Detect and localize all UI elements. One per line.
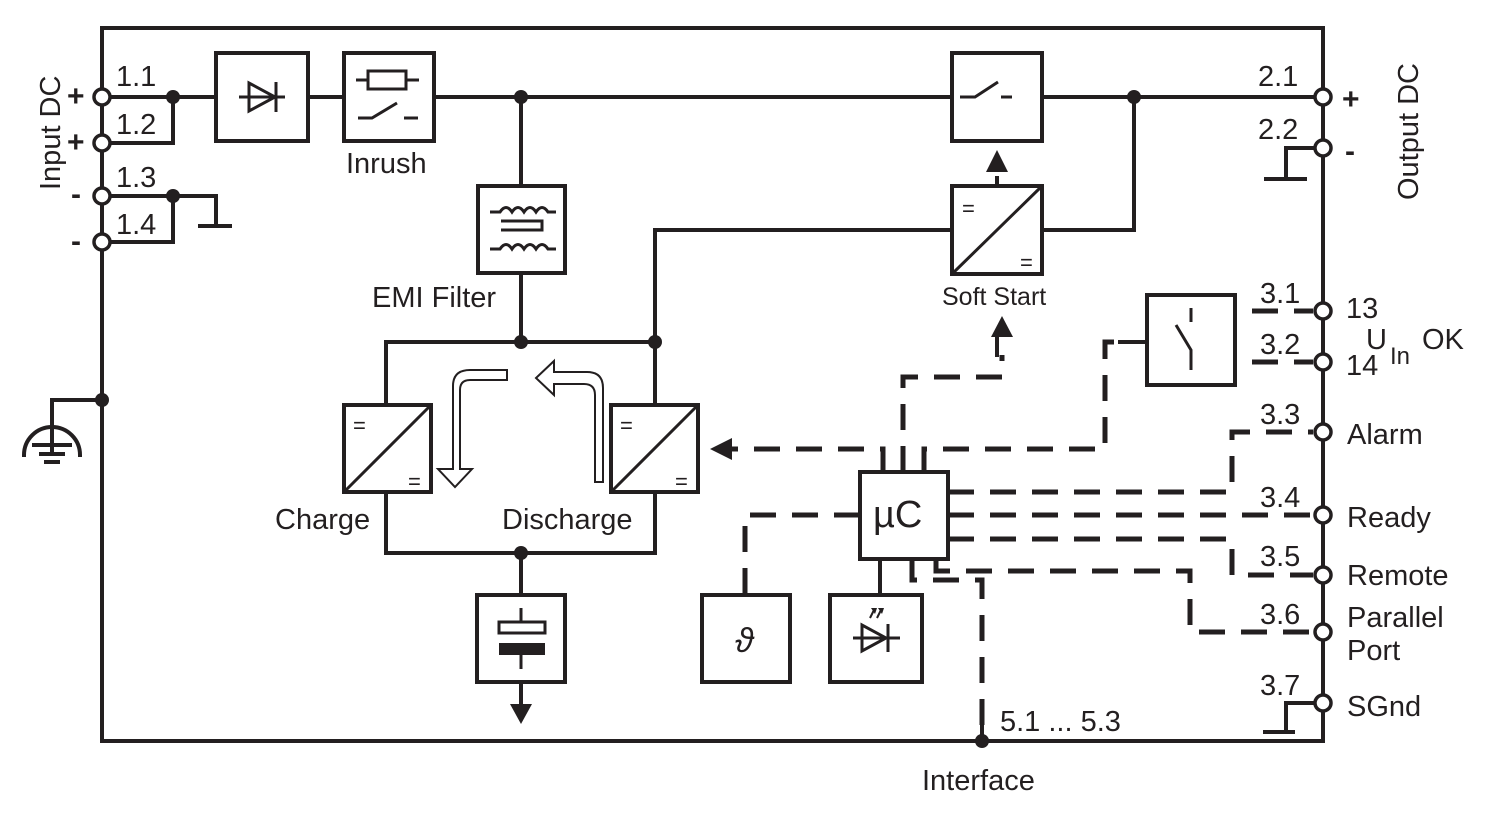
- charge-label: Charge: [275, 504, 370, 536]
- terminal-label-2-1: 2.1: [1258, 61, 1298, 93]
- junction-dot: [648, 335, 662, 349]
- inrush-block: Inrush: [342, 51, 436, 180]
- junction-dot: [975, 734, 989, 748]
- input-sign-1: +: [67, 80, 85, 113]
- signal-label-remote: Remote: [1347, 560, 1449, 592]
- relay-contact-icon: [1174, 308, 1193, 370]
- terminal-2-2: [1313, 138, 1333, 158]
- arrow-left-icon: [710, 438, 732, 460]
- dc-symbol: =: [962, 196, 975, 221]
- charge-flow-arrow-icon: [435, 369, 508, 489]
- terminal-1-4: [92, 232, 112, 252]
- transformer-icon: [490, 206, 556, 252]
- output-sign-minus: -: [1345, 135, 1355, 168]
- signal-terminals: 3.1 3.2 3.3 3.4 3.5 3.6 3.7 13 14 U In O…: [1260, 278, 1465, 734]
- terminal-label-3-6: 3.6: [1260, 599, 1300, 631]
- discharge-label: Discharge: [502, 504, 633, 536]
- terminal-label-3-3: 3.3: [1260, 399, 1300, 431]
- input-dc-title: Input DC: [35, 76, 67, 190]
- relay-label-u: U: [1366, 324, 1387, 356]
- signal-label-14: 14: [1346, 350, 1378, 382]
- terminal-label-2-2: 2.2: [1258, 114, 1298, 146]
- switch-icon: [960, 80, 1012, 99]
- enclosure: [100, 26, 1325, 743]
- emi-filter-label: EMI Filter: [372, 282, 496, 314]
- junction-dot: [514, 335, 528, 349]
- signal-label-alarm: Alarm: [1347, 419, 1423, 451]
- capacitor-icon: [497, 608, 547, 669]
- terminal-label-1-3: 1.3: [116, 162, 156, 194]
- terminal-label-3-5: 3.5: [1260, 541, 1300, 573]
- soft-start-switch-block: [950, 51, 1044, 143]
- terminal-1-1: [92, 87, 112, 107]
- dc-symbol: =: [620, 413, 633, 438]
- temperature-symbol: ϑ: [735, 622, 755, 660]
- junction-dot: [166, 189, 180, 203]
- diode-icon: [239, 80, 285, 114]
- dc-symbol: =: [408, 469, 421, 494]
- arrow-down-icon: [510, 704, 532, 724]
- relay-block: [1145, 293, 1313, 387]
- arrow-up-icon: [986, 150, 1008, 172]
- terminal-1-3: [92, 186, 112, 206]
- terminal-3-2: [1313, 352, 1333, 372]
- terminal-label-1-4: 1.4: [116, 209, 156, 241]
- dc-symbol: =: [675, 469, 688, 494]
- reverse-protection-diode-block: [214, 51, 310, 143]
- input-dc-section: Input DC + + - - 1.1 1.2 1.3 1.4: [35, 61, 232, 258]
- terminal-3-1: [1313, 301, 1333, 321]
- charge-converter-block: = = Charge: [275, 403, 433, 536]
- interface-label: Interface: [922, 765, 1035, 797]
- signal-label-sgnd: SGnd: [1347, 691, 1421, 723]
- terminal-3-4: [1313, 505, 1333, 525]
- led-icon: [853, 608, 900, 654]
- terminal-3-6: [1313, 622, 1333, 642]
- signal-label-ready: Ready: [1347, 502, 1431, 534]
- output-dc-title: Output DC: [1393, 63, 1425, 200]
- terminal-2-1: [1313, 87, 1333, 107]
- microcontroller-block: µC: [858, 470, 950, 561]
- terminal-1-2: [92, 133, 112, 153]
- control-signal-lines: [710, 316, 1313, 735]
- terminal-label-3-4: 3.4: [1260, 482, 1300, 514]
- output-dc-section: Output DC 2.1 2.2 + -: [1258, 61, 1425, 200]
- interface-pins-label: 5.1 ... 5.3: [1000, 706, 1121, 738]
- terminal-label-1-2: 1.2: [116, 109, 156, 141]
- resistor-switch-icon: [356, 69, 419, 120]
- signal-label-parallel: Parallel: [1347, 602, 1444, 634]
- input-sign-4: -: [71, 225, 81, 258]
- dc-symbol: =: [353, 413, 366, 438]
- discharge-converter-block: = = Discharge: [502, 403, 700, 536]
- protective-earth-icon: [21, 393, 109, 464]
- output-sign-plus: +: [1342, 83, 1360, 116]
- discharge-flow-arrow-icon: [534, 358, 604, 483]
- junction-dot: [166, 90, 180, 104]
- soft-start-label: Soft Start: [942, 283, 1046, 311]
- terminal-label-1-1: 1.1: [116, 61, 156, 93]
- input-sign-3: -: [71, 178, 81, 211]
- terminal-label-3-7: 3.7: [1260, 670, 1300, 702]
- interface-connector: 5.1 ... 5.3 Interface: [922, 704, 1121, 797]
- relay-label-in: In: [1390, 343, 1410, 370]
- input-sign-2: +: [67, 126, 85, 159]
- inrush-label: Inrush: [346, 148, 427, 180]
- signal-label-port: Port: [1347, 635, 1400, 667]
- terminal-3-5: [1313, 565, 1333, 585]
- relay-label-ok: OK: [1422, 324, 1465, 356]
- soft-start-converter-block: = = Soft Start: [942, 184, 1046, 311]
- signal-label-13: 13: [1346, 293, 1378, 325]
- microcontroller-label: µC: [873, 494, 922, 536]
- led-indicator-block: [828, 557, 924, 684]
- dc-symbol: =: [1020, 250, 1033, 275]
- terminal-label-3-1: 3.1: [1260, 278, 1300, 310]
- terminal-label-3-2: 3.2: [1260, 329, 1300, 361]
- storage-capacitor-block: [475, 551, 567, 724]
- terminal-3-3: [1313, 422, 1333, 442]
- terminal-3-7: [1313, 693, 1333, 713]
- temperature-sensor-block: ϑ: [700, 593, 792, 684]
- arrow-up-icon: [991, 316, 1013, 337]
- emi-filter-block: EMI Filter: [372, 95, 567, 344]
